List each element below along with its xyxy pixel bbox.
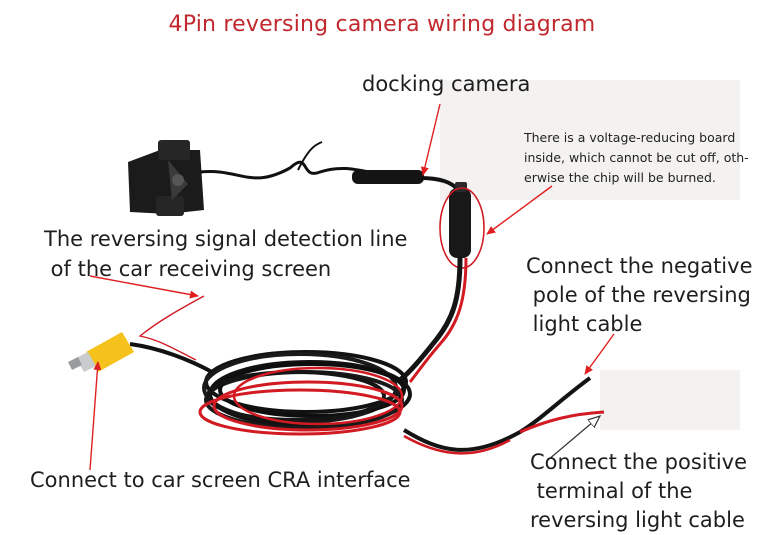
negative-pole-arrow <box>584 333 615 375</box>
cra-interface-label: Connect to car screen CRA interface <box>30 468 411 492</box>
photo-backdrop-right <box>600 370 740 430</box>
photo-backdrop-top <box>440 80 740 200</box>
rca-cable <box>129 342 213 374</box>
coiled-cable-bundle <box>198 350 412 436</box>
positive-terminal-arrow <box>547 416 600 461</box>
camera-body <box>128 140 204 216</box>
reversing-light-cable <box>402 376 592 452</box>
cra-interface-arrow <box>89 361 102 471</box>
aviation-connector <box>419 176 471 258</box>
positive-terminal-label: Connect the positive terminal of the rev… <box>530 450 748 532</box>
voltage-note-arrow <box>486 185 553 235</box>
voltage-board-note: There is a voltage-reducing board inside… <box>524 130 749 185</box>
main-cable-red <box>408 257 468 383</box>
signal-detection-label: The reversing signal detection line of t… <box>44 227 408 281</box>
reversing-light-red-wire <box>519 410 605 434</box>
detection-wire <box>138 295 205 361</box>
detection-line-arrow <box>89 275 199 299</box>
diagram-title: 4Pin reversing camera wiring diagram <box>168 12 596 37</box>
voltage-board-module <box>352 170 424 184</box>
reversing-light-red-segment <box>403 434 511 455</box>
docking-camera-label: docking camera <box>362 72 531 96</box>
docking-camera-arrow <box>420 103 441 176</box>
negative-pole-label: Connect the negative pole of the reversi… <box>526 254 753 336</box>
rca-plug <box>68 332 134 372</box>
camera-cable-tail <box>297 141 323 171</box>
main-cable-down <box>398 257 463 382</box>
